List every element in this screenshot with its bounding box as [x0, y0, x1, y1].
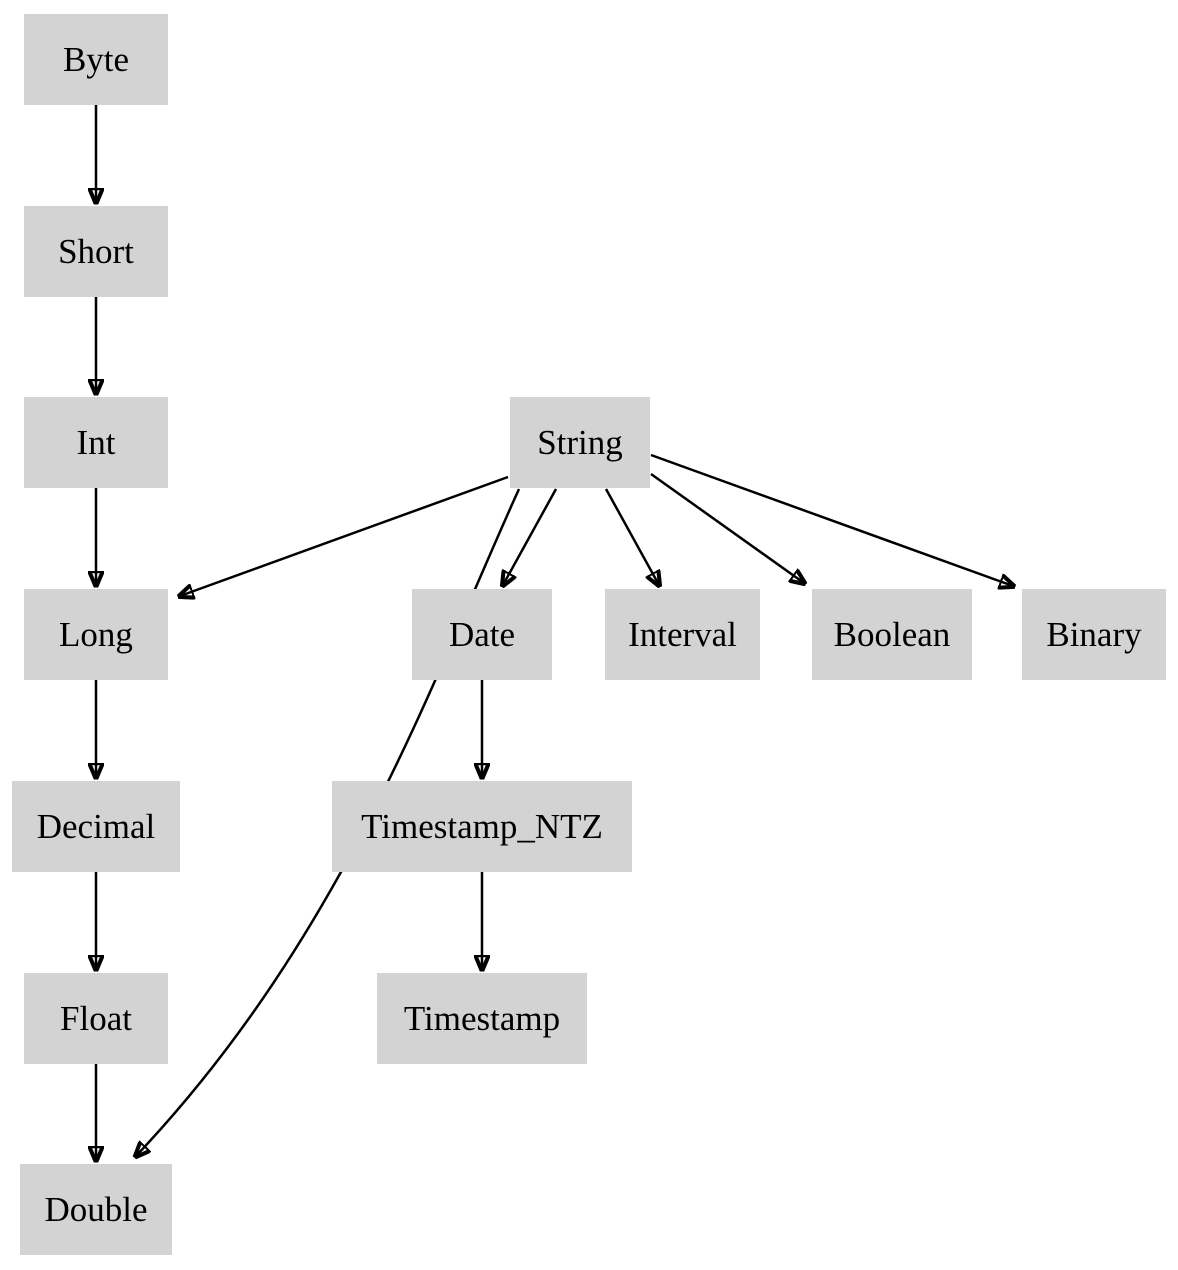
node-binary: Binary — [1022, 589, 1166, 680]
edge-string-boolean — [650, 472, 804, 583]
node-short: Short — [24, 206, 168, 297]
node-long: Long — [24, 589, 168, 680]
edge-string-binary — [650, 453, 1013, 586]
node-date: Date — [412, 589, 552, 680]
node-interval: Interval — [605, 589, 760, 680]
node-byte: Byte — [24, 14, 168, 105]
node-timestamp: Timestamp — [377, 973, 587, 1064]
node-boolean: Boolean — [812, 589, 972, 680]
node-int: Int — [24, 397, 168, 488]
node-float: Float — [24, 973, 168, 1064]
node-timestamp-ntz: Timestamp_NTZ — [332, 781, 632, 872]
edge-string-long — [180, 475, 509, 596]
edge-string-interval — [604, 488, 659, 585]
node-string: String — [510, 397, 650, 488]
node-decimal: Decimal — [12, 781, 180, 872]
edge-string-date — [503, 488, 558, 585]
node-double: Double — [20, 1164, 172, 1255]
